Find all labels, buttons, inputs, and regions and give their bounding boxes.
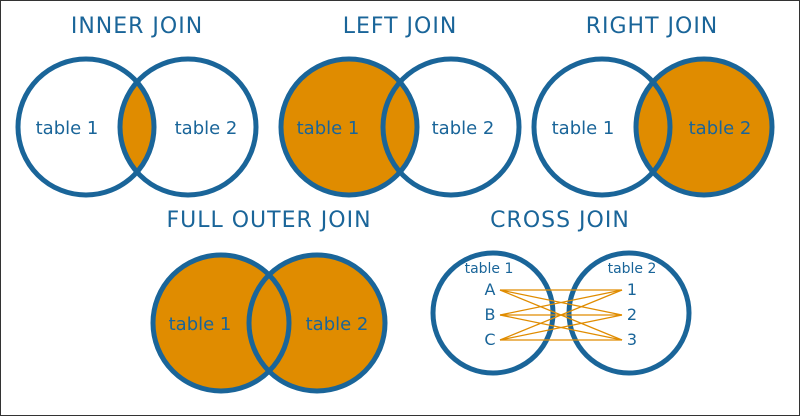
cross-join-left-item-c: C [484,330,495,349]
cross-join-diagram: CROSS JOIN table 1 table 2 A B C 1 2 3 [430,208,692,376]
right-join-left-fill [534,59,670,195]
full-outer-join-right-circle [246,252,388,394]
left-join-left-label: table 1 [297,118,360,139]
cross-line-b-1 [499,289,623,316]
cross-join-left-label: table 1 [465,261,514,277]
cross-join-left-item-a: A [485,280,496,299]
full-outer-join-left-label: table 1 [169,314,232,335]
cross-join-lines [499,289,623,341]
cross-join-left-circle [430,250,556,376]
left-join-title: LEFT JOIN [343,14,458,39]
full-outer-join-right-label: table 2 [306,314,369,335]
cross-line-c-1 [499,289,623,341]
right-join-right-circle [633,56,775,198]
cross-join-title: CROSS JOIN [490,208,630,233]
inner-join-diagram: INNER JOIN table 1 table 2 [15,14,259,198]
full-outer-join-left-fill [153,255,289,391]
inner-join-left-circle [15,56,157,198]
inner-join-title: INNER JOIN [71,14,203,39]
right-join-diagram: RIGHT JOIN table 1 table 2 [531,14,775,198]
left-join-right-label: table 2 [432,118,495,139]
cross-join-right-circle [566,250,692,376]
cross-join-right-item-2: 2 [627,305,637,324]
cross-line-c-2 [499,314,623,341]
right-join-title: RIGHT JOIN [586,14,719,39]
right-join-right-fill [636,59,772,195]
left-join-diagram: LEFT JOIN table 1 table 2 [278,14,522,198]
left-join-right-circle [380,56,522,198]
right-join-left-label: table 1 [552,118,615,139]
full-outer-join-right-fill [249,255,385,391]
cross-join-right-label: table 2 [608,261,657,277]
right-join-right-label: table 2 [689,118,752,139]
full-outer-join-left-circle [150,252,292,394]
inner-join-right-circle [117,56,259,198]
cross-join-left-item-b: B [485,305,496,324]
cross-join-right-item-1: 1 [627,280,637,299]
left-join-left-circle [278,56,420,198]
full-outer-join-diagram: FULL OUTER JOIN table 1 table 2 [150,208,388,394]
inner-join-right-label: table 2 [175,118,238,139]
cross-join-right-item-3: 3 [627,330,637,349]
inner-join-left-label: table 1 [36,118,99,139]
right-join-left-circle [531,56,673,198]
full-outer-join-title: FULL OUTER JOIN [166,208,371,233]
